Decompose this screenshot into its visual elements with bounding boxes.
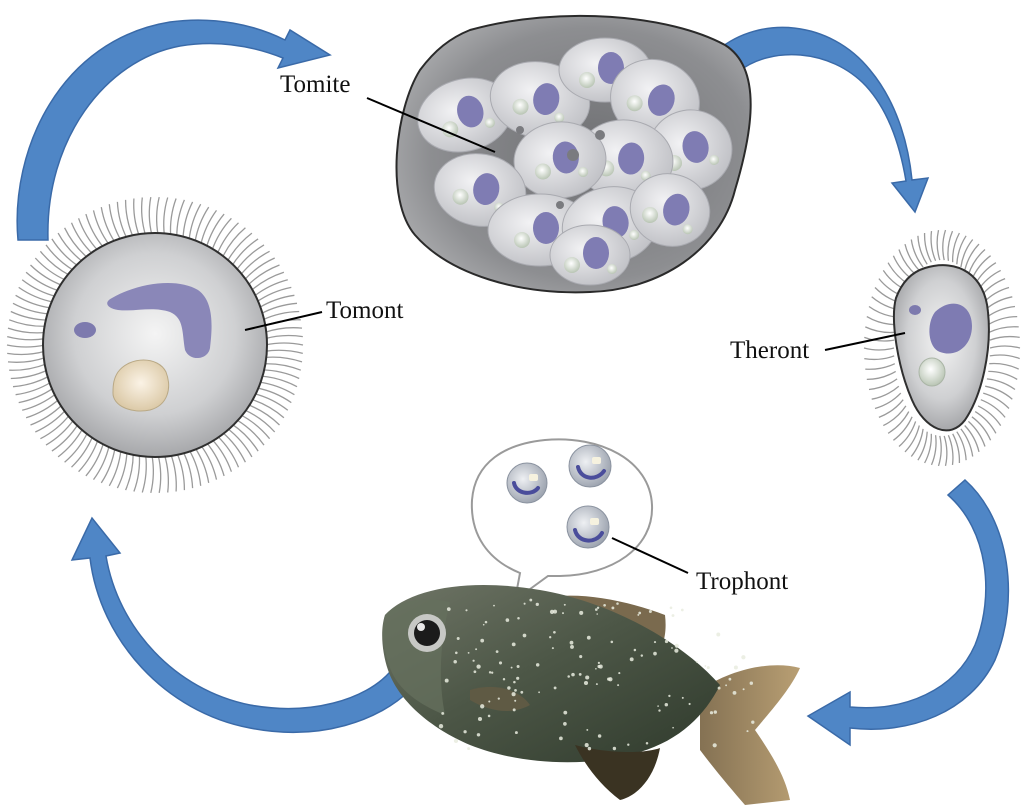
theront-cell bbox=[864, 230, 1020, 466]
trophont-label: Trophont bbox=[696, 568, 788, 595]
tomont-cell bbox=[7, 197, 303, 493]
tomite-cyst bbox=[396, 16, 750, 292]
trophont-cell-1 bbox=[507, 463, 547, 503]
trophont-cell-2 bbox=[569, 445, 611, 487]
theront-label: Theront bbox=[730, 337, 809, 364]
arrow-fish-to-tomont bbox=[72, 518, 410, 732]
tomont-vacuole bbox=[113, 360, 169, 411]
trophont-cell-3 bbox=[567, 506, 609, 548]
trophont-bubble bbox=[472, 439, 652, 600]
tomont-label: Tomont bbox=[326, 297, 403, 324]
tomont-micronucleus bbox=[74, 322, 96, 338]
arrow-theront-to-fish bbox=[808, 480, 1008, 745]
theront-micronucleus bbox=[909, 305, 921, 315]
theront-vacuole bbox=[919, 358, 945, 386]
host-fish bbox=[382, 585, 800, 805]
theront-leader-line bbox=[825, 333, 905, 350]
tomite-label: Tomite bbox=[280, 71, 350, 98]
